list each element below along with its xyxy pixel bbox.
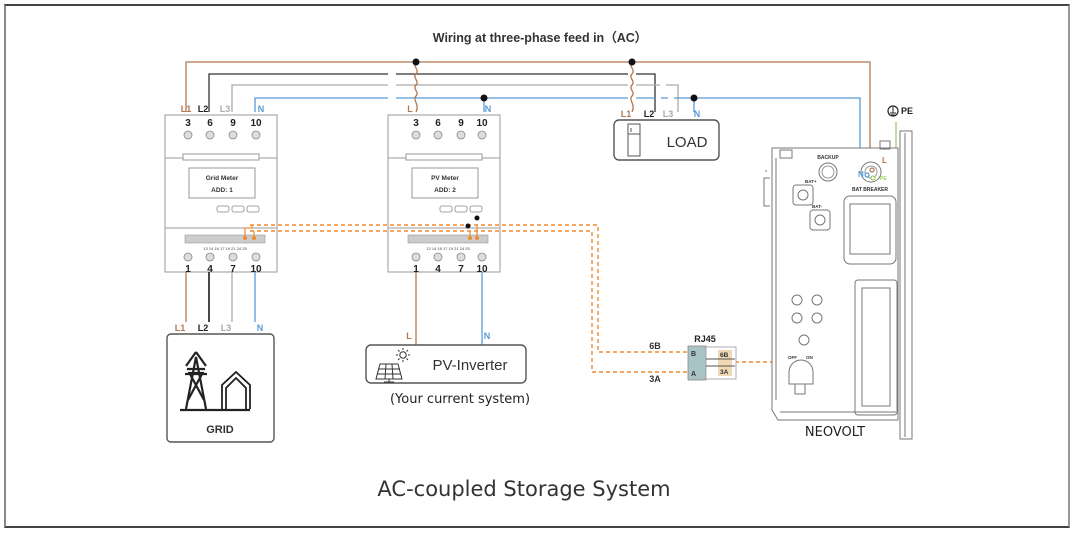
grid-meter-comm-block <box>184 234 266 244</box>
grid-meter-terminal: 4 <box>207 264 213 275</box>
pv-meter-display <box>411 167 479 199</box>
pv-inverter-box: L N PV-Inverter (Your current system) <box>365 272 530 407</box>
pv-meter-comm-block <box>407 234 489 244</box>
rj45-connector: RJ45 B A 6B 3A 6B 3A <box>649 334 737 384</box>
fridge-icon <box>627 123 641 157</box>
pv-inverter-text: PV-Inverter <box>432 357 507 374</box>
pv-meter-top-label-n: N <box>485 104 492 114</box>
pe-label: PE <box>901 106 913 116</box>
grid-meter-top-label-l3: L3 <box>220 104 231 114</box>
rj45-pin-b: B <box>691 351 696 358</box>
pv-inverter-label-l: L <box>406 331 412 341</box>
wire-load-l1-drop <box>630 61 634 113</box>
bat-plus-label: BAT+ <box>805 179 817 184</box>
ac-label-pe: PE <box>880 176 887 182</box>
grid-label-l3: L3 <box>221 323 232 333</box>
pv-meter-terminal: 7 <box>458 264 464 275</box>
pv-meter-terminal: 4 <box>435 264 441 275</box>
load-text: LOAD <box>667 134 708 151</box>
bat-minus-label: BAT- <box>812 204 823 209</box>
grid-meter-terminal: 10 <box>250 264 262 275</box>
diagram-frame <box>4 4 1070 528</box>
pv-meter-terminal: 6 <box>435 118 441 129</box>
load-label-n: N <box>694 109 701 119</box>
comm-wire-a <box>250 230 688 373</box>
grid-meter-top-label-n: N <box>258 104 265 114</box>
neovolt-unit <box>763 130 913 440</box>
ac-wires <box>185 61 897 230</box>
pv-meter-terminal: 3 <box>413 118 419 129</box>
comm-wire-b <box>250 224 688 353</box>
grid-meter-name: Grid Meter <box>206 175 239 182</box>
wire-l3 <box>231 84 679 112</box>
grid-label-l1: L1 <box>175 323 186 333</box>
wire-l2 <box>208 73 656 112</box>
pv-meter-address: ADD: 2 <box>434 187 456 194</box>
grid-meter-terminal: 7 <box>230 264 236 275</box>
pv-meter-terminal: 1 <box>413 264 419 275</box>
neovolt-ac-wiring <box>864 167 876 181</box>
pv-meter-terminal: 10 <box>476 264 488 275</box>
grid-meter-comm-terminals: 13 14 16 17 19 21 24 25 <box>203 246 247 251</box>
load-label-l3: L3 <box>663 109 674 119</box>
grid-text: GRID <box>206 424 234 436</box>
pv-meter-top-label-l: L <box>407 104 413 114</box>
pylon-house-icon <box>180 351 251 412</box>
pv-meter-name: PV Meter <box>431 175 459 182</box>
wire-label-3a: 3A <box>649 374 661 384</box>
grid-meter-terminal: 10 <box>250 118 262 129</box>
comm-junction-dots <box>465 215 480 229</box>
pv-inverter-label-n: N <box>484 331 491 341</box>
pv-meter-comm-terminals: 13 14 16 17 19 21 24 25 <box>426 246 470 251</box>
switch-off-label: OFF <box>788 355 797 360</box>
grid-meter-terminal: 6 <box>207 118 213 129</box>
rj45-label: RJ45 <box>694 334 716 344</box>
solar-panel-icon <box>375 348 410 383</box>
grid-meter-terminal: 1 <box>185 264 191 275</box>
load-label-l2: L2 <box>644 109 655 119</box>
grid-meter-top-label-l1: L1 <box>181 104 192 114</box>
wire-pv-l-drop <box>414 61 418 113</box>
rj45-inner-b: 6B <box>720 352 729 359</box>
wire-n <box>254 97 861 230</box>
grid-label-l2: L2 <box>198 323 209 333</box>
grid-meter-top-label-l2: L2 <box>198 104 209 114</box>
grid-meter-address: ADD: 1 <box>211 187 233 194</box>
switch-on-label: ON <box>806 355 813 360</box>
grid-meter: L1 L2 L3 N 3 6 9 10 Grid Meter ADD: 1 13… <box>164 104 278 275</box>
pv-meter: L N 3 6 9 10 PV Meter ADD: 2 13 14 16 17… <box>387 104 501 275</box>
neovolt-label: NEOVOLT <box>805 425 865 440</box>
ac-label-l: L <box>882 156 887 165</box>
pe-symbol-icon <box>887 105 899 117</box>
grid-meter-terminal: 9 <box>230 118 236 129</box>
load-box: L1 L2 L3 N LOAD <box>613 109 720 161</box>
rj45-pin-a: A <box>691 371 696 378</box>
bat-breaker-label: BAT BREAKER <box>852 187 888 193</box>
rj45-inner-a: 3A <box>720 369 729 376</box>
pv-meter-terminal: 9 <box>458 118 464 129</box>
wire-label-6b: 6B <box>649 341 661 351</box>
pv-meter-terminal: 10 <box>476 118 488 129</box>
pv-inverter-note: (Your current system) <box>390 392 530 407</box>
wire-l1 <box>185 61 871 230</box>
grid-box: L1 L2 L3 N GRID <box>166 272 275 443</box>
grid-label-n: N <box>257 323 264 333</box>
diagram-caption: AC-coupled Storage System <box>377 477 670 501</box>
diagram-title: Wiring at three-phase feed in（AC） <box>433 30 648 45</box>
junction-dots <box>412 58 698 102</box>
backup-label: BACKUP <box>817 155 839 161</box>
ac-label-n: N <box>858 170 864 179</box>
grid-meter-terminal: 3 <box>185 118 191 129</box>
load-label-l1: L1 <box>621 109 632 119</box>
grid-meter-display <box>188 167 256 199</box>
